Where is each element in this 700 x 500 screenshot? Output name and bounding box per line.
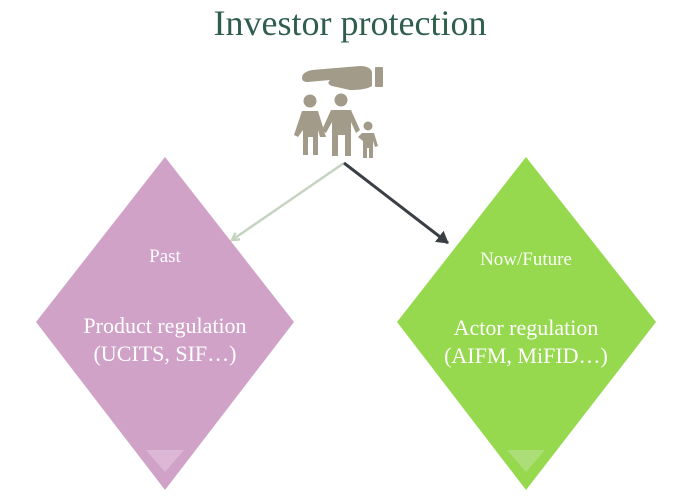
arrow-to-future — [343, 161, 449, 245]
family-protection-hand-icon — [294, 66, 383, 158]
arrow-to-past — [232, 161, 345, 240]
future-diamond — [397, 157, 656, 490]
past-diamond — [36, 157, 294, 490]
page-title: Investor protection — [213, 3, 487, 43]
product-regulation-examples: (UCITS, SIF…) — [93, 341, 237, 366]
actor-regulation-label: Actor regulation — [453, 315, 599, 340]
product-regulation-label: Product regulation — [83, 313, 247, 338]
now-future-label: Now/Future — [480, 249, 572, 270]
past-expand-triangle[interactable] — [146, 450, 184, 472]
actor-regulation-examples: (AIFM, MiFID…) — [444, 343, 608, 368]
future-expand-triangle[interactable] — [507, 450, 545, 472]
past-label: Past — [149, 246, 181, 267]
